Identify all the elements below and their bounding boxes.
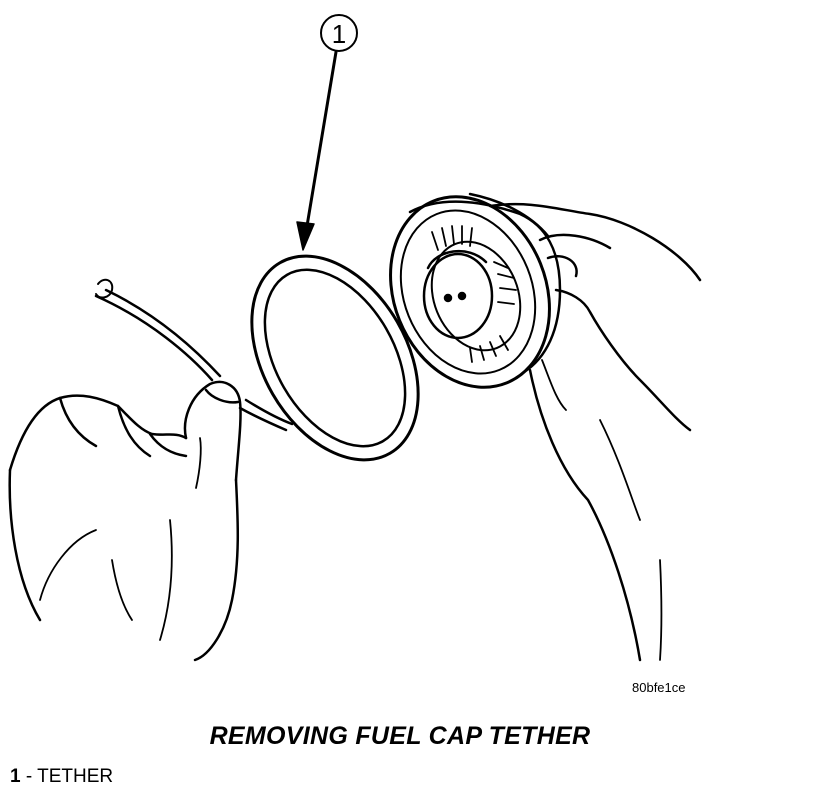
figure-title: REMOVING FUEL CAP TETHER xyxy=(209,722,591,750)
callout-1: 1 xyxy=(296,14,358,251)
left-hand xyxy=(8,380,242,662)
right-hand xyxy=(488,202,702,662)
callout-number: 1 xyxy=(332,19,346,49)
fuel-cap-tether-illustration: 1 xyxy=(8,14,702,662)
figure-code: 80bfe1ce xyxy=(632,680,686,695)
tether-strap xyxy=(94,278,294,432)
legend-separator: - xyxy=(20,766,38,787)
fuel-cap xyxy=(389,192,562,389)
legend-label: TETHER xyxy=(37,766,114,787)
tether-ring xyxy=(250,254,420,462)
arrow-head-icon xyxy=(296,221,315,251)
legend-number: 1 xyxy=(10,766,21,787)
legend: 1 - TETHER xyxy=(10,766,113,788)
